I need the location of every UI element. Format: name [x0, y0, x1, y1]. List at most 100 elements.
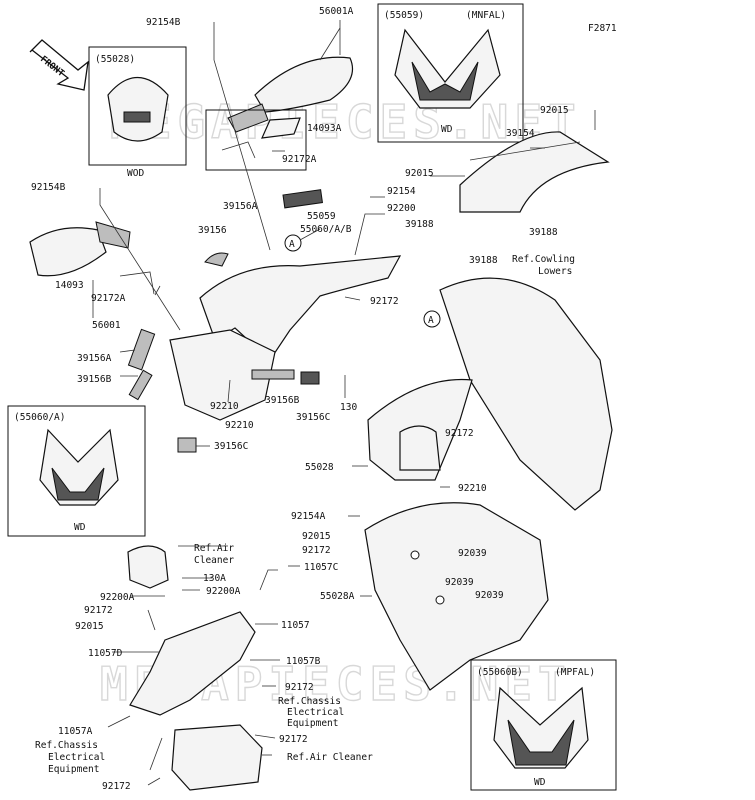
label-56001: 56001	[92, 320, 121, 331]
inset-tag: WOD	[127, 168, 144, 179]
label-ref-air-2: Cleaner	[194, 555, 234, 566]
label-11057c: 11057C	[304, 562, 338, 573]
meter-cover-55028	[367, 378, 473, 481]
label-56001a: 56001A	[319, 6, 354, 17]
label-ref-air-1: Ref.Air	[194, 543, 234, 554]
mirror-56001a	[227, 27, 354, 133]
label-92154: 92154	[387, 186, 416, 197]
label-14093a: 14093A	[307, 123, 342, 134]
rubber-39156c-left	[177, 437, 197, 453]
label-ref-chassis-l1: Ref.Chassis	[35, 740, 98, 751]
label-92172-l1: 92172	[84, 605, 113, 616]
label-92039-c: 92039	[475, 590, 504, 601]
label-92172a-top: 92172A	[282, 154, 317, 165]
inset-55060a: (55060/A) WD	[7, 405, 146, 537]
inset-55060b: (55060B) (MPFAL) WD	[470, 659, 617, 791]
inset-code: (55060/A)	[14, 412, 65, 423]
air-cleaner-ref-bottom	[171, 724, 263, 791]
label-92210-b: 92210	[225, 420, 254, 431]
label-ref-cowling-1: Ref.Cowling	[512, 254, 575, 265]
label-39156c-left: 39156C	[214, 441, 248, 452]
label-92015-c: 92015	[302, 531, 331, 542]
label-92015-l: 92015	[75, 621, 104, 632]
figure-code: F2871	[588, 23, 617, 34]
upper-cowling: A	[169, 234, 402, 421]
inset-code: (55028)	[95, 54, 135, 65]
label-39156a-left: 39156A	[77, 353, 112, 364]
label-92172-right: 92172	[445, 428, 474, 439]
inset-55059: (55059) (MNFAL) WD	[377, 3, 524, 143]
inset-variant: (MNFAL)	[466, 10, 506, 21]
label-55028a: 55028A	[320, 591, 355, 602]
label-ref-cowling-2: Lowers	[538, 266, 572, 277]
label-92039-b: 92039	[445, 577, 474, 588]
label-92172-c2: 92172	[285, 682, 314, 693]
label-11057b: 11057B	[286, 656, 321, 667]
inset-code: (55060B)	[477, 667, 523, 678]
side-cowling-ref: A	[423, 277, 613, 511]
watermark-top: MEGAPIECES.NET	[110, 95, 582, 149]
label-ref-chassis-r1: Ref.Chassis	[278, 696, 341, 707]
label-92154b-left: 92154B	[31, 182, 66, 193]
stay-11057	[129, 611, 256, 716]
ref-marker-a-right: A	[428, 315, 434, 326]
rubber-39156b-mid	[251, 369, 295, 380]
label-ref-chassis-l3: Equipment	[48, 764, 99, 775]
air-cleaner-ref-top	[127, 545, 169, 589]
label-130: 130	[340, 402, 357, 413]
label-92200a-2: 92200A	[100, 592, 135, 603]
label-ref-air-bottom: Ref.Air Cleaner	[287, 752, 373, 763]
label-92172-bottom: 92172	[102, 781, 131, 792]
inset-variant: (MPFAL)	[555, 667, 595, 678]
inset-code: (55059)	[384, 10, 424, 21]
label-39156b-mid: 39156B	[265, 395, 300, 406]
label-39154: 39154	[506, 128, 535, 139]
rubber-39156a-left	[127, 328, 156, 371]
label-39156: 39156	[198, 225, 227, 236]
inset-tag: WD	[534, 777, 546, 788]
rubber-39156a-mid	[282, 189, 324, 209]
label-14093: 14093	[55, 280, 84, 291]
label-39156b-left: 39156B	[77, 374, 112, 385]
label-39156c-mid: 39156C	[296, 412, 330, 423]
label-39156a-mid: 39156A	[223, 201, 258, 212]
windshield-39154	[459, 131, 610, 213]
label-39188-c: 39188	[469, 255, 498, 266]
label-92200: 92200	[387, 203, 416, 214]
label-ref-chassis-r2: Electrical	[287, 707, 344, 718]
label-92172a-left: 92172A	[91, 293, 126, 304]
inner-panel-55028a	[364, 502, 549, 691]
label-ref-chassis-l2: Electrical	[48, 752, 105, 763]
label-11057: 11057	[281, 620, 310, 631]
ref-marker-a-top: A	[289, 239, 295, 250]
bracket-14093a	[205, 109, 307, 171]
mirror-56001	[29, 221, 155, 295]
label-11057d: 11057D	[88, 648, 123, 659]
rubber-39156b-left	[128, 369, 153, 401]
label-55060ab: 55060/A/B	[300, 224, 352, 235]
label-92210-c: 92210	[458, 483, 487, 494]
rubber-39156	[204, 252, 229, 267]
inset-tag: WD	[74, 522, 86, 533]
front-arrow-icon: FRONT	[29, 39, 89, 91]
label-55059: 55059	[307, 211, 336, 222]
part-illustration	[107, 76, 169, 142]
label-92172-mid: 92172	[370, 296, 399, 307]
label-130a: 130A	[203, 573, 226, 584]
label-11057a: 11057A	[58, 726, 93, 737]
part-number-labels: 92154B 56001A 14093A 92172A 92015 39154 …	[31, 6, 575, 792]
label-92200a-1: 92200A	[206, 586, 241, 597]
label-39188-a: 39188	[405, 219, 434, 230]
rubber-39156c-mid	[300, 371, 320, 385]
inset-tag: WD	[441, 124, 453, 135]
label-92039-a: 92039	[458, 548, 487, 559]
inset-55028: (55028) WOD	[88, 46, 187, 179]
label-55028: 55028	[305, 462, 334, 473]
label-92172-c3: 92172	[279, 734, 308, 745]
label-92172-c: 92172	[302, 545, 331, 556]
label-ref-chassis-r3: Equipment	[287, 718, 338, 729]
label-39188-b: 39188	[529, 227, 558, 238]
leader-lines	[92, 20, 596, 786]
label-92015-right2: 92015	[405, 168, 434, 179]
